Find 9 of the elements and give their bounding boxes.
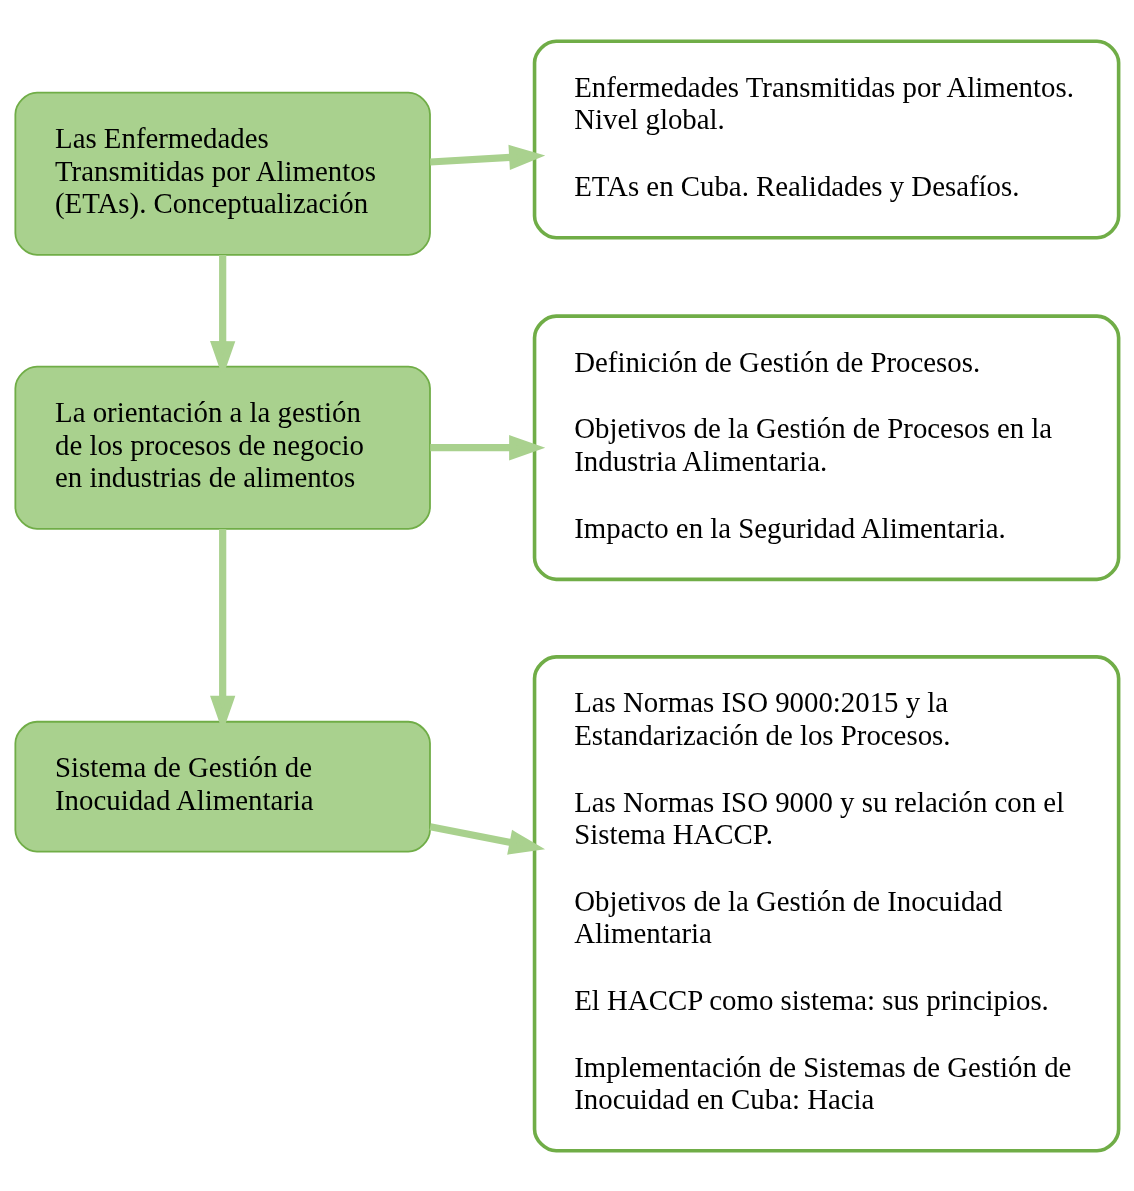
node-box: Enfermedades Transmitidas por Alimentos. Nivel global. ETAs en Cuba. Realidades y Desafíos. xyxy=(532,38,1121,239)
node-box: Las Enfermedades Transmitidas por Alimentos (ETAs). Conceptualización xyxy=(14,91,431,256)
arrow xyxy=(430,144,546,170)
node-box: La orientación a la gestión de los procesos de negocio en industrias de alimentos xyxy=(14,365,431,530)
node-box: Las Normas ISO 9000:2015 y la Estandarización de los Procesos. Las Normas ISO 9000 y su relación con el Sistema HACCP. Objetivos de la Gestión de Inocuidad Alimentaria El HACCP como sistema: sus principios. Implementación de Sistemas de Gestión de Inocuidad en Cuba: Hacia xyxy=(532,654,1121,1153)
node-box: Definición de Gestión de Procesos. Objetivos de la Gestión de Procesos en la Industria Alimentaria. Impacto en la Seguridad Alimentaria. xyxy=(532,313,1121,581)
arrow xyxy=(430,434,546,460)
node-box: Sistema de Gestión de Inocuidad Alimentaria xyxy=(14,720,431,852)
arrow xyxy=(429,822,546,855)
